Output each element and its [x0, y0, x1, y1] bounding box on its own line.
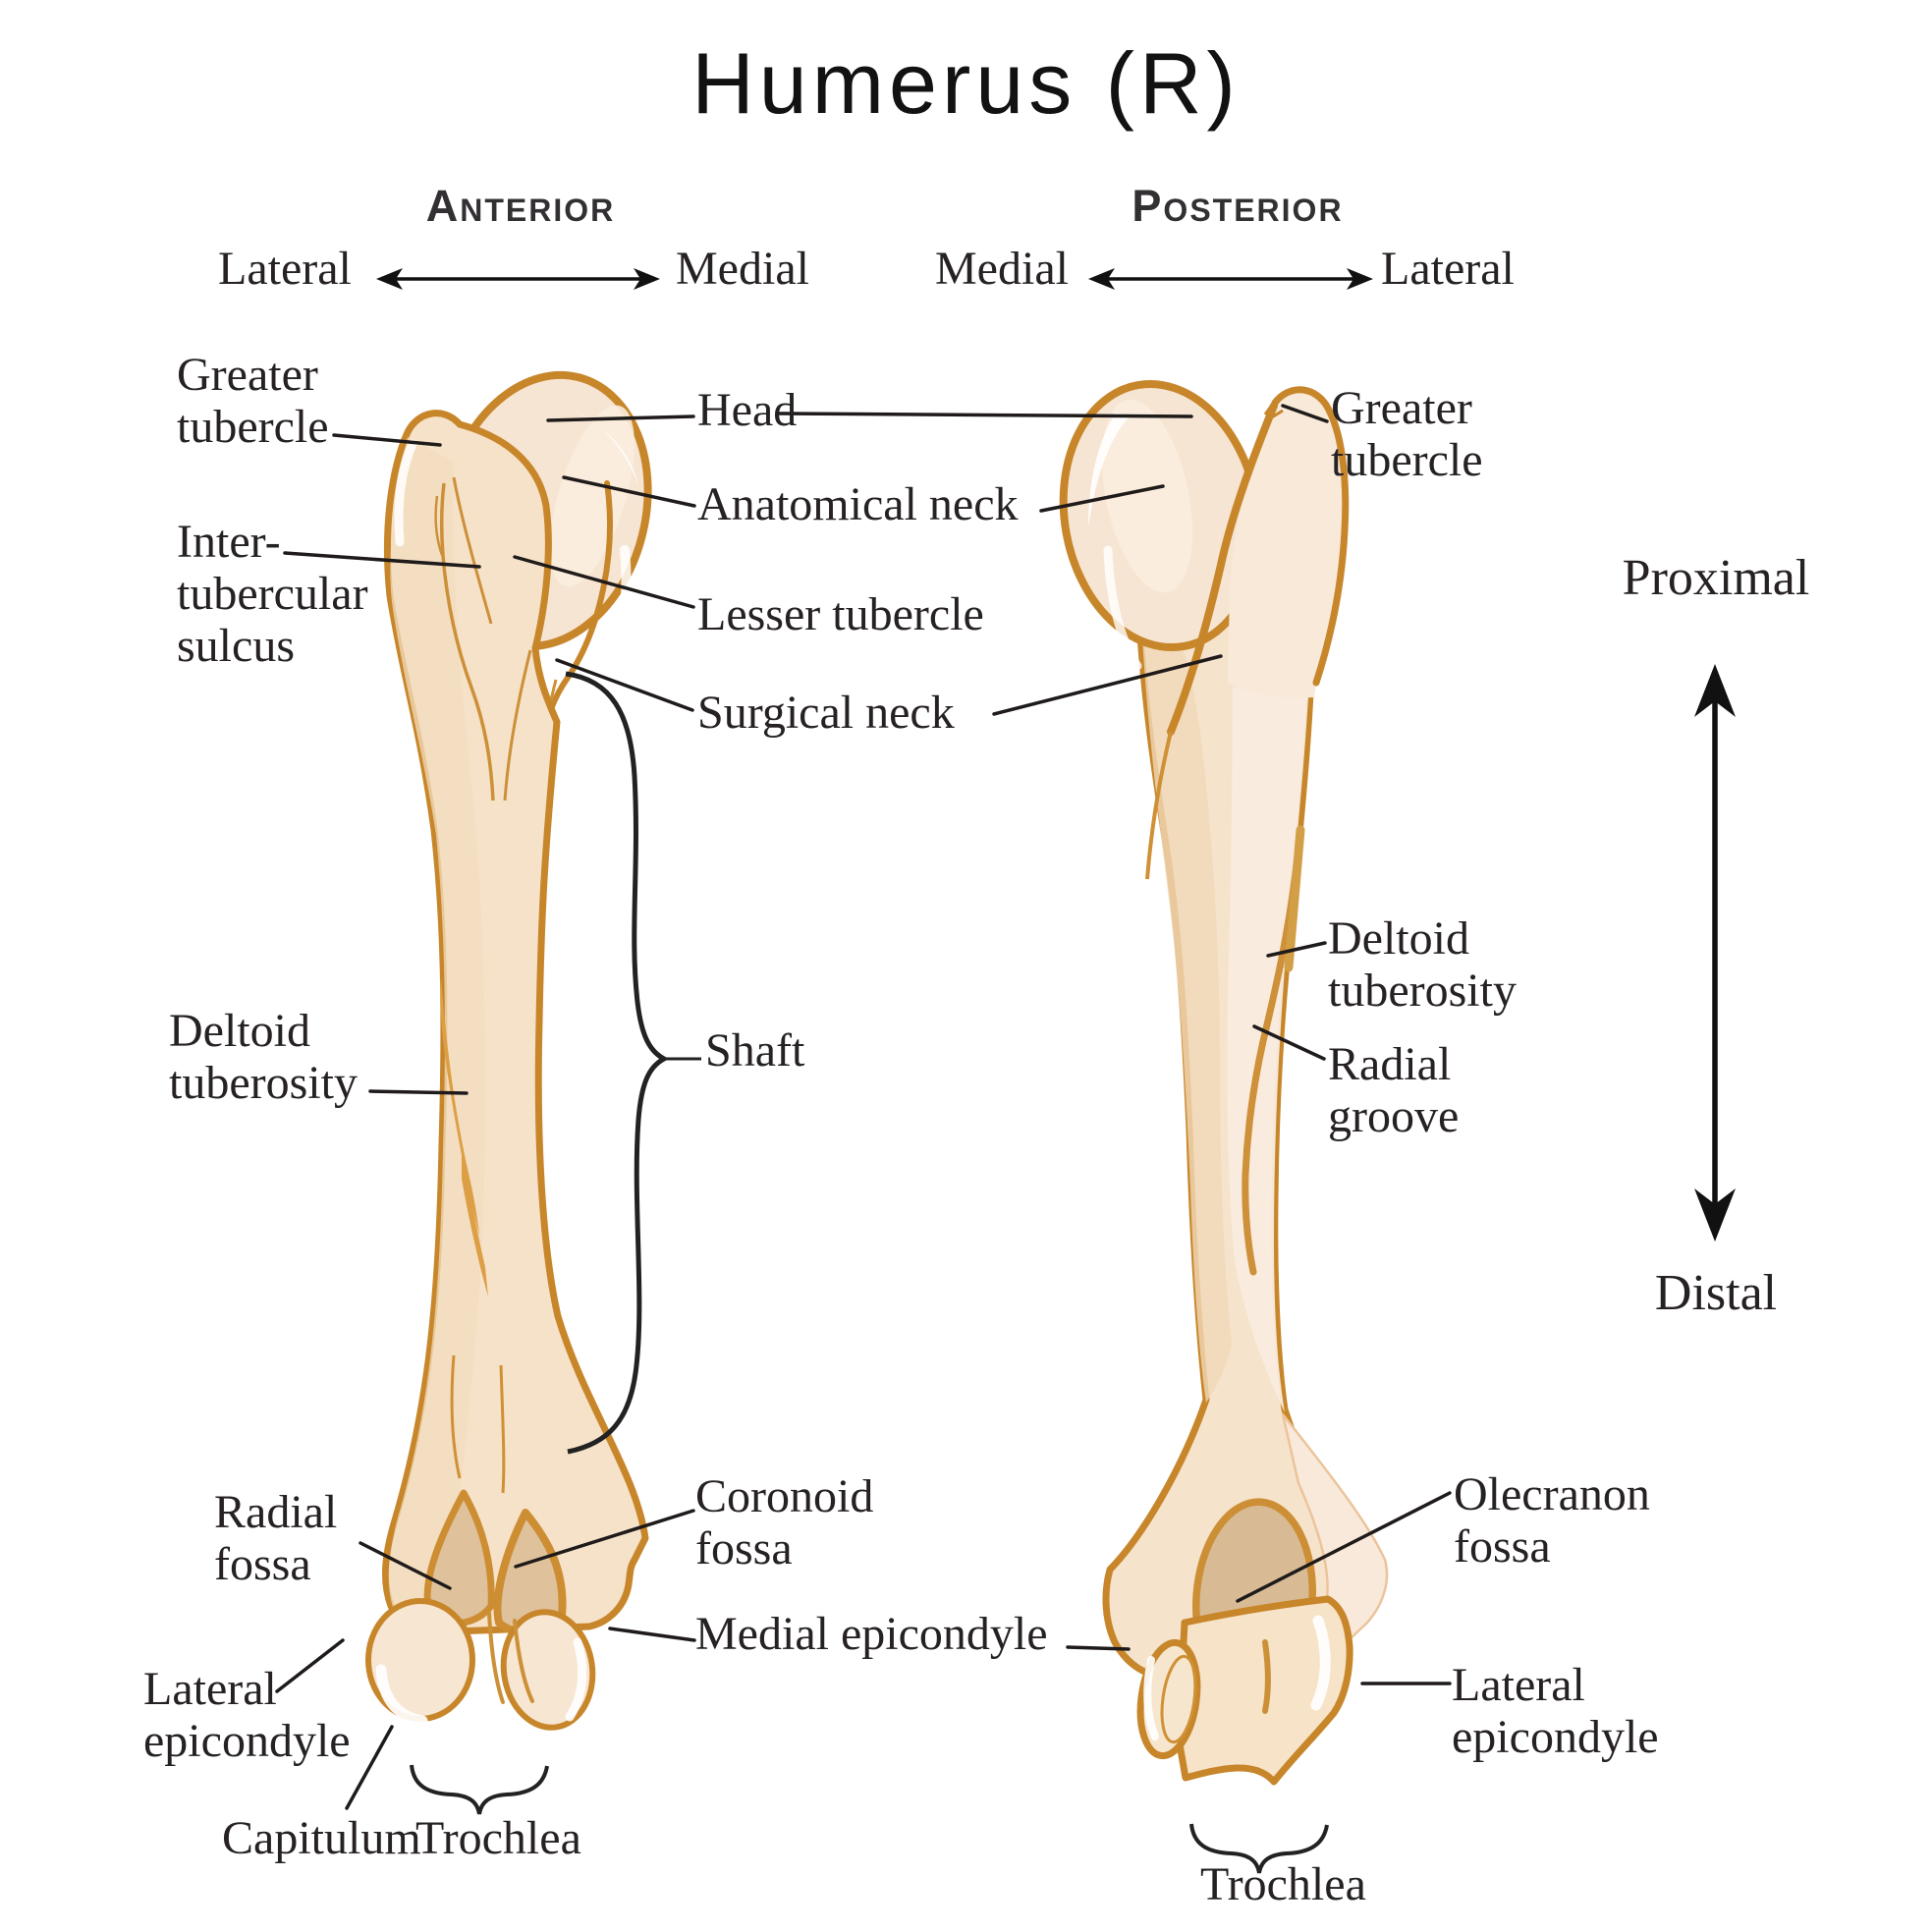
leader-head-right	[778, 412, 1193, 418]
leader-radial-fossa	[359, 1541, 452, 1590]
anterior-capitulum-highlight	[375, 1664, 428, 1727]
posterior-trochlea-brace	[1189, 1823, 1329, 1874]
posterior-trochlea-groove	[1262, 1639, 1271, 1714]
anterior-head-soft-highlight	[550, 405, 635, 587]
anterior-deltoid-tuberosity-ridge-2	[462, 1144, 488, 1297]
lateral-epicondyle-posterior-label: Lateral epicondyle	[1452, 1659, 1659, 1763]
olecranon-fossa-label: Olecranon fossa	[1454, 1468, 1650, 1573]
anterior-shaft-shading	[388, 437, 486, 1611]
anterior-view-heading: Anterior	[425, 181, 616, 231]
intertubercular-sulcus-label: Inter- tubercular sulcus	[177, 516, 368, 672]
anterior-head-highlight-2	[606, 545, 632, 663]
anterior-sulcus-line-2	[452, 476, 493, 625]
surgical-neck-label: Surgical neck	[697, 687, 955, 739]
braces	[410, 671, 1329, 1874]
leader-capitulum	[345, 1725, 394, 1810]
greater-tubercle-anterior-label: Greater tubercle	[177, 349, 329, 453]
anterior-trochlea-highlight	[565, 1637, 587, 1722]
coronoid-fossa-label: Coronoid fossa	[695, 1470, 874, 1574]
anterior-condyle-groove-2	[513, 1619, 534, 1703]
leader-medial-epicondyle-right	[1066, 1645, 1131, 1651]
posterior-arrow-left-head-icon	[1088, 268, 1115, 290]
leader-deltoid-tuberosity-ant	[368, 1089, 469, 1095]
capitulum-label: Capitulum	[222, 1812, 421, 1864]
distal-arrow-head-icon	[1694, 1188, 1736, 1242]
anterior-capitulum-shape	[365, 1598, 475, 1722]
proximal-label: Proximal	[1622, 550, 1810, 606]
anterior-sulcus-line-1	[439, 482, 495, 801]
anterior-condyle-groove-1	[487, 1611, 505, 1704]
leader-deltoid-tuberosity-post	[1266, 941, 1327, 958]
leader-anatomical-neck-right	[1039, 484, 1165, 513]
anterior-medial-direction: Medial	[676, 243, 809, 295]
anterior-arrow-right-head-icon	[634, 268, 660, 290]
anterior-sulcus-line-3	[503, 649, 532, 801]
anatomical-neck-label: Anatomical neck	[697, 478, 1019, 530]
leader-coronoid-fossa	[514, 1509, 695, 1569]
posterior-head-highlight	[1088, 413, 1130, 526]
head-label: Head	[697, 384, 798, 436]
medial-epicondyle-label: Medial epicondyle	[695, 1608, 1048, 1660]
shaft-brace	[565, 671, 670, 1455]
lateral-epicondyle-anterior-label: Lateral epicondyle	[143, 1663, 351, 1767]
deltoid-tuberosity-anterior-label: Deltoid tuberosity	[169, 1005, 358, 1109]
posterior-trochlea-tube-rim	[1160, 1654, 1197, 1744]
trochlea-anterior-label: Trochlea	[415, 1812, 581, 1864]
anterior-trochlea-shape	[500, 1609, 596, 1731]
leader-lines	[275, 404, 1452, 1810]
anterior-bone-drawing	[365, 370, 652, 1731]
posterior-divide-continuation	[1145, 731, 1173, 880]
lesser-tubercle-label: Lesser tubercle	[697, 588, 984, 640]
leader-lateral-epicondyle-ant	[275, 1638, 345, 1693]
shaft-label: Shaft	[705, 1024, 805, 1076]
trochlea-posterior-label: Trochlea	[1200, 1858, 1366, 1910]
posterior-head-soft-highlight	[1101, 399, 1193, 593]
orientation-arrows	[376, 268, 1736, 1242]
anterior-sulcus-hook	[434, 495, 444, 556]
posterior-trochlea-tube-highlight	[1143, 1656, 1159, 1740]
distal-label: Distal	[1654, 1265, 1778, 1321]
radial-groove-label: Radial groove	[1328, 1038, 1460, 1142]
greater-tubercle-posterior-label: Greater tubercle	[1331, 382, 1483, 486]
leader-medial-epicondyle-left	[608, 1627, 696, 1642]
anterior-deltoid-tuberosity-ridge	[440, 977, 479, 1236]
posterior-head-highlight-2	[1103, 545, 1142, 671]
posterior-deltoid-tuberosity-ridge	[1284, 825, 1305, 972]
leader-intertubercular-sulcus	[283, 551, 481, 569]
anterior-arrow-left-head-icon	[376, 268, 403, 290]
anterior-distal-line-1	[450, 1354, 462, 1479]
deltoid-tuberosity-posterior-label: Deltoid tuberosity	[1328, 912, 1517, 1017]
leader-greater-tubercle-ant	[332, 433, 442, 447]
posterior-trochlea-highlight	[1310, 1615, 1331, 1711]
posterior-shaft-shading	[1142, 634, 1232, 1403]
posterior-medial-direction: Medial	[935, 243, 1069, 295]
posterior-greater-tubercle-fill	[1228, 389, 1346, 698]
posterior-head-tubercle-divide	[1167, 402, 1278, 736]
anterior-trochlea-brace	[410, 1764, 549, 1815]
anterior-lateral-direction: Lateral	[218, 243, 352, 295]
radial-fossa-label: Radial fossa	[214, 1486, 338, 1590]
posterior-arrow-right-head-icon	[1347, 268, 1373, 290]
anterior-distal-line-2	[499, 1364, 506, 1494]
leader-greater-tubercle-post	[1281, 404, 1329, 423]
posterior-bone-drawing	[1059, 379, 1389, 1786]
posterior-trochlea-body	[1175, 1595, 1353, 1786]
posterior-lateral-direction: Lateral	[1381, 243, 1515, 295]
leader-olecranon-fossa	[1236, 1491, 1452, 1603]
leader-lesser-tubercle	[513, 555, 695, 609]
posterior-greater-tubercle-outline	[1271, 386, 1350, 687]
leader-head-left	[546, 414, 695, 422]
leader-radial-groove	[1252, 1024, 1326, 1061]
posterior-tubercle-notch-marks	[1263, 398, 1284, 422]
leader-surgical-neck-right	[992, 654, 1223, 716]
proximal-arrow-head-icon	[1694, 664, 1736, 717]
anterior-tubercle-highlight	[394, 439, 417, 547]
leader-anatomical-neck-left	[562, 475, 696, 508]
posterior-view-heading: Posterior	[1132, 181, 1344, 231]
page-title: Humerus (R)	[691, 34, 1241, 132]
posterior-lateral-epicondyle-wing	[1281, 1413, 1389, 1661]
leader-surgical-neck-left	[555, 658, 694, 712]
posterior-radial-groove-line	[1242, 860, 1300, 1276]
